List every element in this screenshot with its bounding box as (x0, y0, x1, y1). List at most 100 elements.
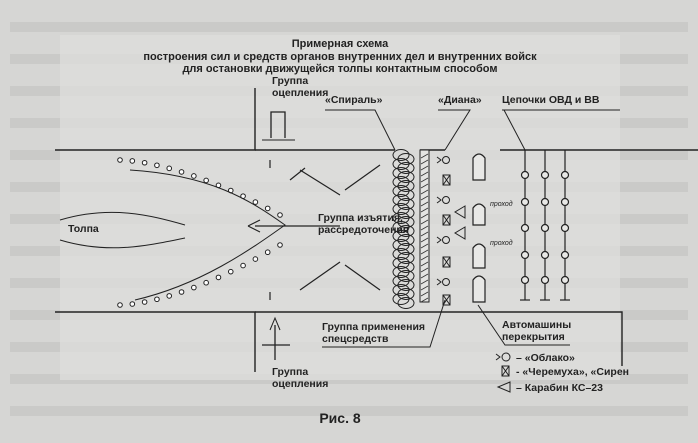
hatch-line (420, 189, 429, 195)
cheryomukha-icon (442, 256, 451, 268)
hatch-line (420, 249, 429, 255)
vehicle (472, 275, 486, 303)
hatch-line (420, 261, 429, 267)
blocking-vehicles (472, 153, 486, 303)
svg-text:Группа: Группа (272, 366, 308, 378)
spiral-coil (392, 221, 410, 233)
crowd-dot (227, 268, 234, 275)
crowd-dot (129, 301, 136, 307)
title-line-3: для остановки движущейся толпы контактны… (182, 63, 497, 75)
movement-arrows (247, 160, 381, 300)
crowd-dot (117, 157, 123, 163)
oblako-icon (442, 278, 450, 286)
label-special-means-1: Группа применения (322, 321, 425, 333)
label-passage-1: проход (490, 200, 513, 208)
hatch-line (420, 207, 429, 213)
spiral-coil (392, 149, 410, 161)
label-vehicles-2: перекрытия (502, 331, 565, 343)
spiral-coil (392, 185, 410, 197)
hatch-line (420, 279, 429, 285)
spiral-barrier (392, 149, 415, 309)
cordon-group-top: Группа оцепления (262, 75, 328, 141)
hatch-line (420, 231, 429, 237)
hatch-line (420, 243, 429, 249)
crowd-dot (191, 284, 197, 291)
officer (560, 223, 570, 233)
officer (520, 170, 530, 180)
crowd-dot (277, 242, 283, 248)
hatch-line (420, 237, 429, 243)
hatch-line (420, 201, 429, 207)
crowd-dot (154, 162, 160, 169)
spiral-coil (392, 248, 410, 260)
label-spiral: «Спираль» (325, 94, 383, 106)
hatch-line (420, 213, 429, 219)
oblako-icon (442, 156, 450, 164)
oblako-icon (442, 196, 450, 204)
crowd-dot (141, 159, 148, 166)
hatch-line (420, 165, 429, 171)
spiral-coil (392, 230, 410, 242)
crowd-dot (264, 249, 271, 256)
crowd-dot (252, 256, 259, 262)
oblako-icon (495, 352, 511, 362)
label-seizure-group-1: Группа изъятия, (318, 212, 403, 224)
svg-text:- «Черемуха», «Сирен: - «Черемуха», «Сирен (516, 366, 629, 378)
cheryomukha-icon (442, 256, 451, 268)
carbine-icon (454, 226, 466, 240)
svg-text:оцепления: оцепления (272, 378, 328, 390)
cheryomukha-icon (442, 214, 451, 226)
label-passage-2: проход (490, 239, 513, 247)
svg-text:– «Облако»: – «Облако» (516, 352, 575, 364)
cordon-group-bottom: Группа оцепления (262, 316, 328, 390)
crowd-dot (154, 296, 160, 303)
hatch-line (420, 177, 429, 183)
spiral-coil (392, 275, 410, 287)
hatch-line (420, 195, 429, 201)
oblako-icon (436, 196, 442, 204)
hatch-line (420, 159, 429, 165)
officer (540, 275, 550, 285)
hatch-line (420, 297, 429, 303)
officer (560, 170, 570, 180)
crowd-dot (203, 279, 209, 286)
officer (540, 223, 550, 233)
cheryomukha-icon (442, 214, 451, 226)
label-special-means-2: спецсредств (322, 333, 389, 345)
hatch-line (420, 285, 429, 291)
crowd-dot (264, 205, 271, 212)
hatch-line (420, 153, 429, 159)
spiral-coil (392, 239, 410, 251)
officer (520, 223, 530, 233)
label-crowd: Толпа (68, 223, 99, 235)
hatch-line (420, 291, 429, 297)
cheryomukha-icon (501, 365, 510, 377)
crowd-dot (203, 177, 209, 184)
cheryomukha-icon (442, 294, 451, 306)
spiral-coil (392, 257, 410, 269)
spiral-coil (392, 176, 410, 188)
spiral-coil (392, 212, 410, 224)
officer (540, 170, 550, 180)
spiral-coil (397, 297, 415, 309)
crowd-dot (178, 289, 185, 295)
crowd-dot (240, 262, 246, 269)
vehicle (472, 203, 486, 226)
vehicle (472, 243, 486, 269)
spiral-coil (392, 158, 410, 170)
officer (520, 275, 530, 285)
officer (560, 275, 570, 285)
police-chains (520, 150, 570, 301)
officer (540, 197, 550, 207)
label-diana: «Диана» (438, 94, 482, 106)
cheryomukha-icon (442, 174, 451, 186)
crowd-dot (277, 212, 283, 218)
hatch-line (420, 183, 429, 189)
officer (520, 197, 530, 207)
officer (560, 250, 570, 260)
oblako-icon (442, 236, 450, 244)
title-line-2: построения сил и средств органов внутрен… (143, 51, 537, 63)
carbine-icon (454, 205, 466, 219)
hatch-line (420, 267, 429, 273)
